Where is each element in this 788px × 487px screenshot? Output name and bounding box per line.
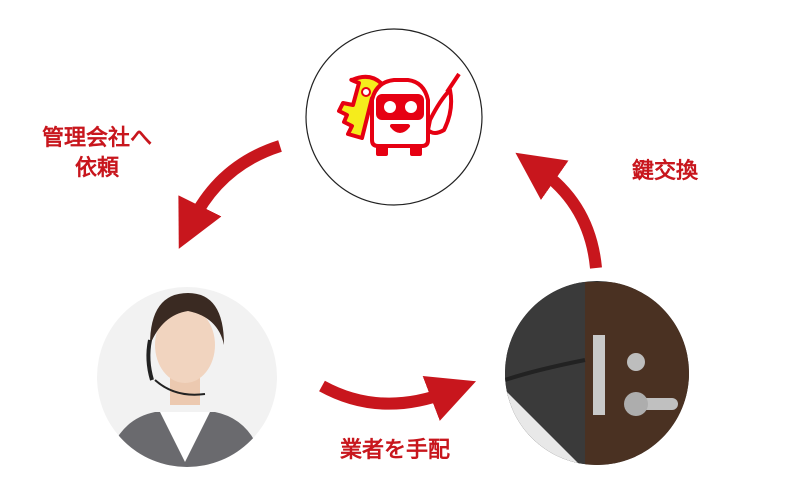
step-label-line1: 管理会社へ	[41, 126, 152, 151]
step-label-arrange-contractor: 業者を手配	[339, 438, 450, 463]
step-label-key-exchange: 鍵交換	[631, 159, 698, 184]
arrow-to-contractor	[319, 376, 477, 421]
call-center-operator-photo	[97, 287, 277, 467]
company-logo-circle	[305, 28, 483, 206]
step-label-line2: 依頼	[74, 156, 119, 181]
door-lock-photo	[505, 281, 689, 465]
van-mascot-icon	[370, 72, 461, 156]
arrow-to-key-exchange	[515, 152, 602, 269]
step-label-request-management: 管理会社へ 依頼	[22, 124, 172, 184]
arrow-to-management	[178, 140, 282, 249]
